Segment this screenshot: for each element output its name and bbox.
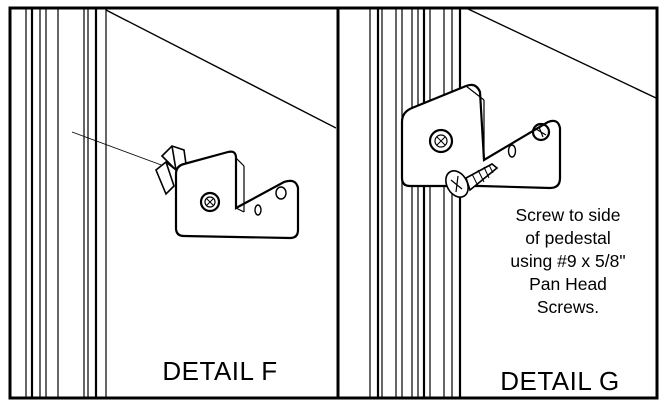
- l-bracket-icon: [174, 150, 300, 240]
- screw-instruction-note: Screw to side of pedestal using #9 x 5/8…: [510, 205, 626, 317]
- detail-f-panel: [25, 8, 336, 398]
- detail-f-label: DETAIL F: [162, 356, 278, 386]
- pan-head-screw-icon: [445, 163, 499, 198]
- frame-rail-g: [369, 8, 462, 398]
- frame-rail-f: [25, 8, 107, 398]
- l-bracket-icon: [400, 83, 562, 190]
- leader-line-f: [71, 131, 165, 167]
- detail-g-panel: [369, 8, 657, 398]
- pedestal-edge-g: [465, 8, 657, 99]
- panel-borders: [8, 6, 659, 400]
- pedestal-edge-f: [105, 9, 336, 129]
- retainer-clip-icon: [155, 145, 187, 196]
- detail-g-label: DETAIL G: [500, 366, 620, 396]
